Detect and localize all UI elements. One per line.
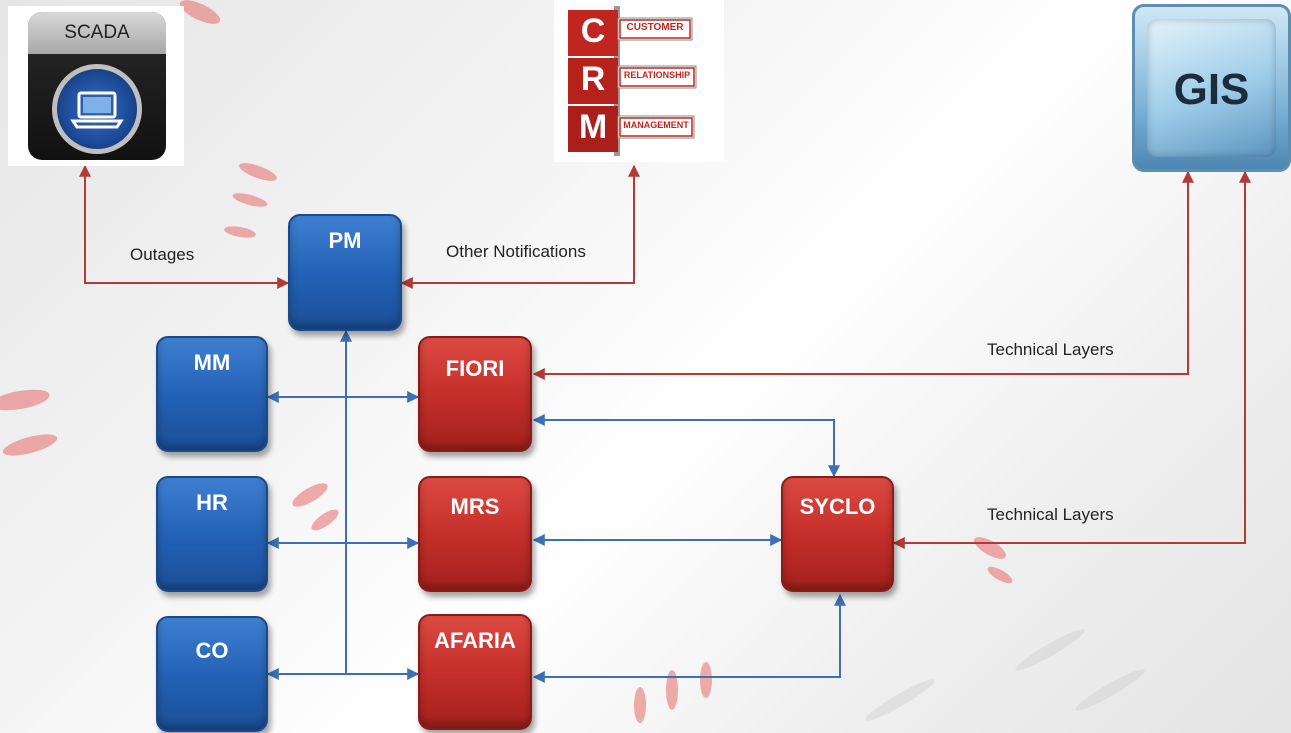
scada-tile: SCADA (28, 12, 166, 160)
afaria-syclo-connector (532, 593, 846, 683)
syclo-node: SYCLO (781, 476, 894, 592)
outages-label: Outages (130, 245, 195, 264)
globe-icon (1147, 19, 1276, 157)
gis-system-image: GIS (1132, 4, 1291, 172)
fiori-node: FIORI (418, 336, 532, 452)
crm-letter-m: M (578, 108, 608, 146)
laptop-icon (52, 64, 142, 154)
co-node: CO (156, 616, 268, 732)
afaria-node: AFARIA (418, 614, 532, 730)
hr-node: HR (156, 476, 268, 592)
crm-system-image: C R M CUSTOMER RELATIONSHIP MANAGEMENT (554, 0, 724, 162)
crm-sign-relationship: RELATIONSHIP (623, 70, 691, 80)
scada-pm-connector (79, 164, 290, 289)
pm-node: PM (288, 214, 402, 331)
crm-letter-r: R (580, 60, 606, 98)
mm-node: MM (156, 336, 268, 452)
scada-label: SCADA (28, 12, 166, 54)
technical-layers-label-syclo: Technical Layers (987, 505, 1114, 524)
crm-letter-c: C (580, 12, 606, 50)
crm-sign-customer: CUSTOMER (626, 22, 684, 33)
other-notifications-label: Other Notifications (446, 242, 586, 261)
technical-layers-label-fiori: Technical Layers (987, 340, 1114, 359)
scada-system-image: SCADA (8, 6, 184, 166)
crm-sign-management: MANAGEMENT (623, 120, 689, 130)
gis-label: GIS (1173, 65, 1250, 114)
fiori-syclo-connector (532, 414, 840, 478)
mrs-node: MRS (418, 476, 532, 592)
crm-pm-connector (400, 164, 640, 289)
